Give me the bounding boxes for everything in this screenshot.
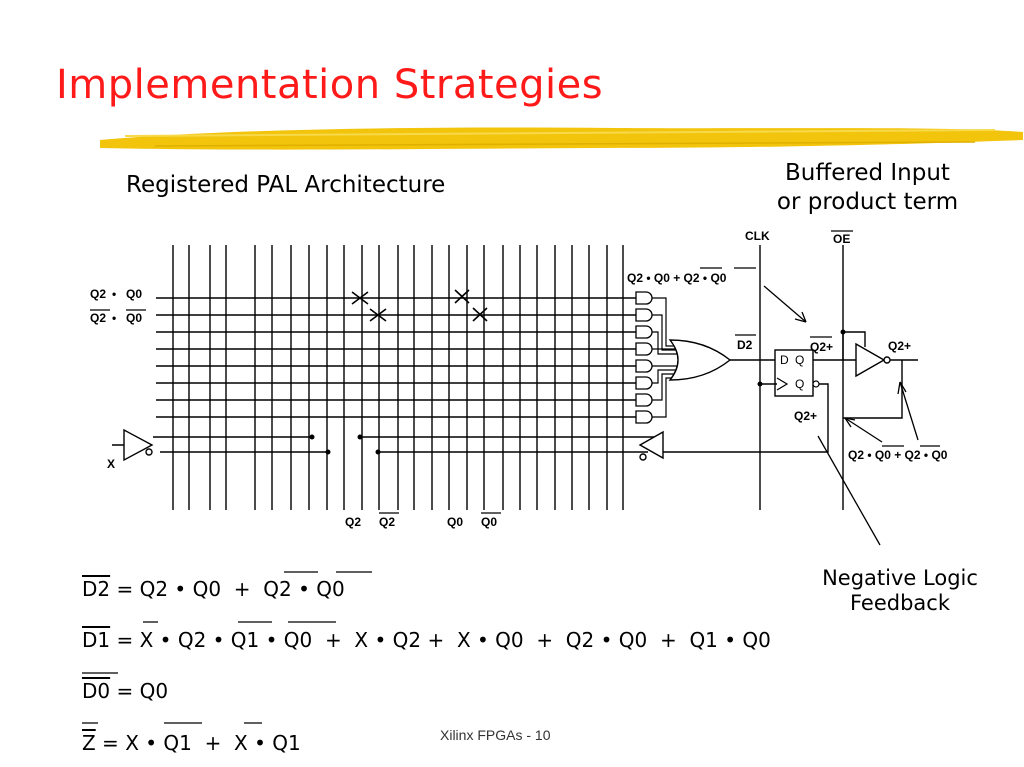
equation-z-rhs: X • Q1 + X • Q1 xyxy=(125,731,301,755)
svg-text:Q2 • Q0 + Q2 • Q0: Q2 • Q0 + Q2 • Q0 xyxy=(627,271,727,285)
equation-d2-rhs: Q2 • Q0 + Q2 • Q0 xyxy=(139,577,345,601)
svg-text:Q2: Q2 xyxy=(90,311,106,325)
equation-d2-lhs: D2 xyxy=(82,577,111,601)
or-gate xyxy=(668,339,732,381)
equation-d2: D2 = Q2 • Q0 + Q2 • Q0 xyxy=(82,577,345,601)
heading-buffered-input-line1: Buffered Input xyxy=(785,160,950,186)
equation-z-lhs: Z xyxy=(82,731,96,755)
equation-d0-rhs: Q0 xyxy=(139,679,169,703)
negative-logic-line2: Feedback xyxy=(849,591,950,615)
q2plus-top-label: Q2+ xyxy=(810,340,833,354)
equation-d1-rhs: X • Q2 • Q1 • Q0 + X • Q2 + X • Q0 + Q2 … xyxy=(139,628,771,652)
equation-z: Z = X • Q1 + X • Q1 xyxy=(82,731,301,755)
equation-d0: D0 = Q0 xyxy=(82,679,169,703)
q2plus-feedback-label: Q2+ xyxy=(794,409,817,423)
slide-footer: Xilinx FPGAs - 10 xyxy=(440,727,551,743)
and-gates xyxy=(635,291,653,424)
svg-text:•: • xyxy=(112,311,116,325)
sum-bottom-label: Q2 • Q0 + Q2 • Q0 xyxy=(848,445,948,462)
d2-label: D2 xyxy=(737,338,753,352)
column-label-q0-bar: Q0 xyxy=(481,515,497,529)
equation-d1-lhs: D1 xyxy=(82,628,111,652)
q2plus-output-label: Q2+ xyxy=(888,339,911,353)
equation-d1: D1 = X • Q2 • Q1 • Q0 + X • Q2 + X • Q0 … xyxy=(82,628,771,652)
programmed-crosses xyxy=(351,289,488,322)
slide-title: Implementation Strategies xyxy=(56,62,604,108)
heading-registered-pal: Registered PAL Architecture xyxy=(126,172,446,198)
ff-d-label: D xyxy=(780,353,789,367)
svg-text:Q0: Q0 xyxy=(126,311,142,325)
oe-label: OE xyxy=(833,232,850,246)
negative-logic-line1: Negative Logic xyxy=(822,566,978,590)
output-buffer xyxy=(843,342,891,378)
input-buffer-x xyxy=(112,428,154,462)
column-label-q2-bar: Q2 xyxy=(379,515,395,529)
svg-text:Q2 • Q0 + Q2 • Q0: Q2 • Q0 + Q2 • Q0 xyxy=(848,448,948,462)
pal-grid xyxy=(153,245,655,510)
svg-text:•: • xyxy=(112,287,116,301)
svg-text:Q2: Q2 xyxy=(90,287,106,301)
heading-buffered-input: Buffered Input or product term xyxy=(760,159,975,217)
input-label-row-1: Q2 • Q0 xyxy=(90,309,146,325)
connection-dots xyxy=(309,434,381,455)
yellow-brush-stroke xyxy=(100,127,1023,150)
column-label-q0: Q0 xyxy=(447,515,463,529)
feedback-buffer xyxy=(638,430,664,461)
ff-qn-label: Q xyxy=(795,377,804,391)
column-label-q2: Q2 xyxy=(345,515,361,529)
input-label-row-0: Q2 • Q0 xyxy=(90,287,142,301)
negative-logic-caption: Negative Logic Feedback xyxy=(805,566,995,616)
clk-label: CLK xyxy=(745,229,770,243)
input-label-x: X xyxy=(107,457,115,471)
ff-q-label: Q xyxy=(795,353,804,367)
annotation-arrows xyxy=(763,285,919,546)
column-labels: Q2 Q2 Q0 Q0 xyxy=(345,512,501,529)
svg-text:Q0: Q0 xyxy=(126,287,142,301)
equation-d0-lhs: D0 xyxy=(82,679,111,703)
d-flip-flop: D Q Q xyxy=(774,349,820,397)
sum-top-label: Q2 • Q0 + Q2 • Q0 xyxy=(627,267,756,285)
heading-buffered-input-line2: or product term xyxy=(776,189,959,215)
and-or-wiring xyxy=(652,297,678,418)
